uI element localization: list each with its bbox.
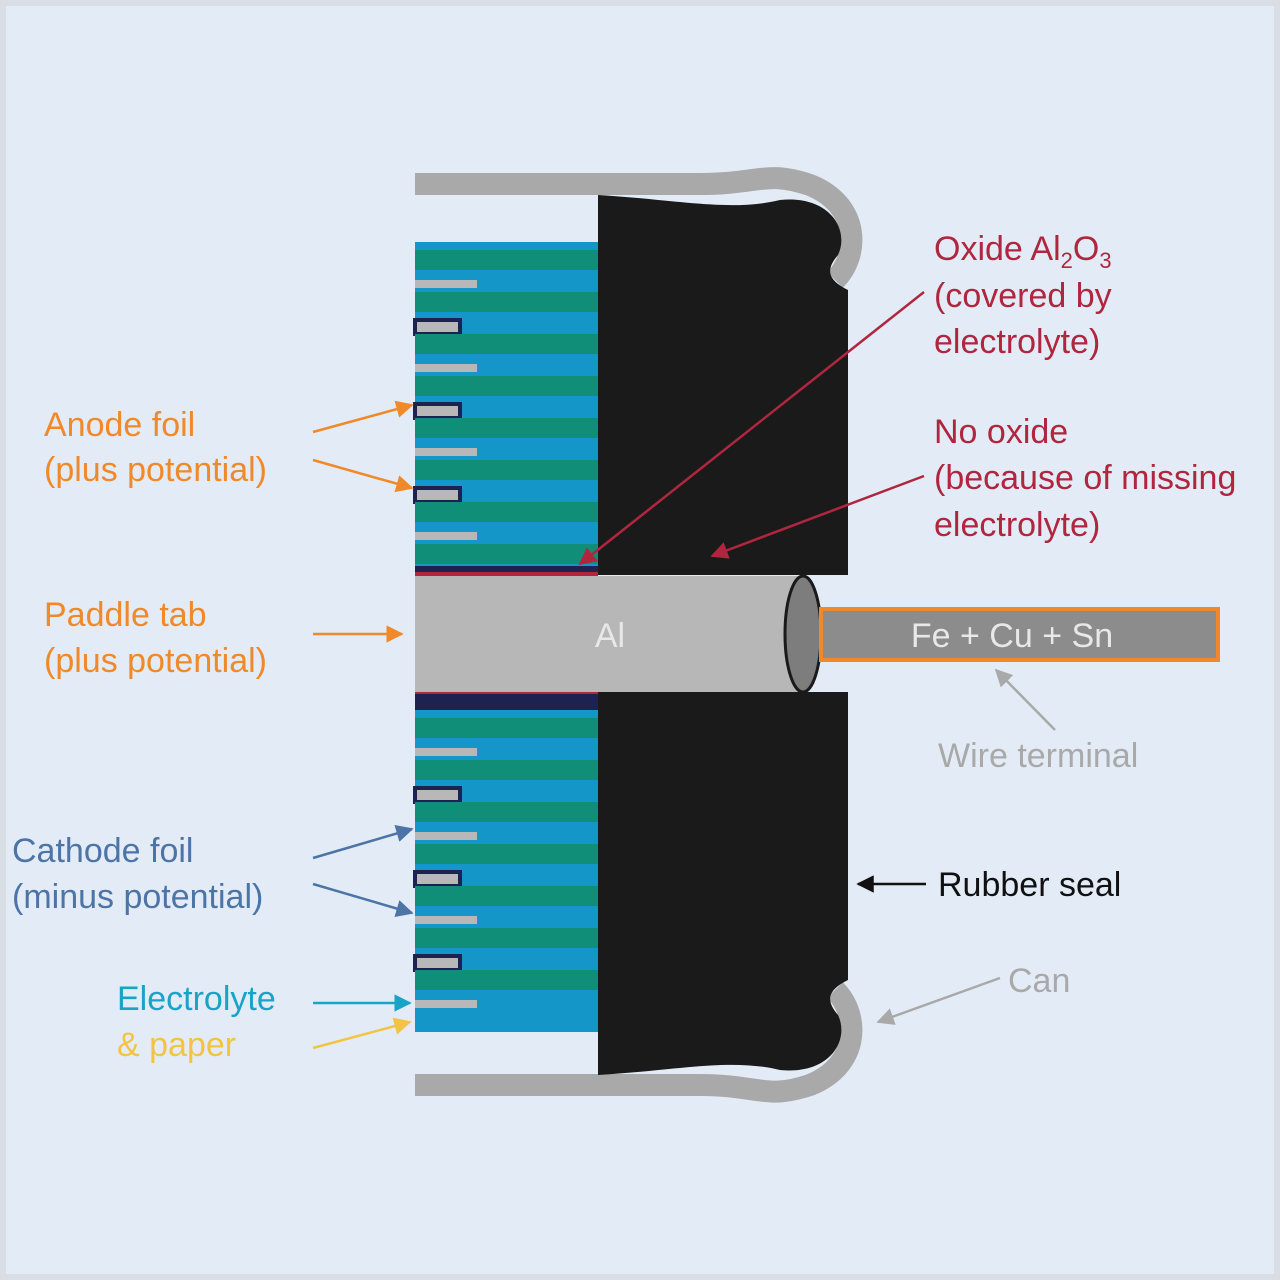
winding-stack-lower <box>413 710 598 1032</box>
paper-layer <box>415 502 598 522</box>
paper-layer <box>415 928 598 948</box>
wire-terminal-arrow <box>994 668 1056 731</box>
electrolyte-label: Electrolyte <box>117 980 276 1018</box>
paper-layer <box>415 292 598 312</box>
anode-foil-sublabel: (plus potential) <box>44 451 267 489</box>
anode-arrow-2 <box>312 458 414 493</box>
no-oxide-label: No oxide <box>934 413 1068 451</box>
paper-layer <box>415 250 598 270</box>
can-label: Can <box>1008 962 1070 1000</box>
anode-foil <box>413 786 462 804</box>
paper-label: & paper <box>117 1026 236 1064</box>
can-bottom-wall <box>415 982 863 1103</box>
paddle-tab-label: Paddle tab <box>44 596 207 634</box>
anode-foil-label: Anode foil <box>44 406 195 444</box>
anode-foil <box>413 318 462 336</box>
wire-terminal-label: Wire terminal <box>938 737 1138 775</box>
wire-terminal <box>819 607 1220 662</box>
can-arrow <box>876 976 1001 1025</box>
can-top-wall <box>415 167 863 288</box>
oxide-layer <box>415 572 598 578</box>
no-oxide-arrow <box>710 474 925 559</box>
cathode-foil <box>415 1000 477 1008</box>
paper-layer <box>415 886 598 906</box>
oxide-sublabel-1: (covered by <box>934 277 1112 315</box>
paper-layer <box>415 844 598 864</box>
oxide-arrow <box>578 291 925 566</box>
paper-arrow <box>312 1017 412 1050</box>
cathode-foil <box>415 832 477 840</box>
paper-layer <box>415 544 598 564</box>
cathode-band-lower <box>415 694 598 710</box>
anode-foil <box>413 954 462 972</box>
cathode-band-upper <box>415 566 598 572</box>
paper-layer <box>415 334 598 354</box>
cathode-foil-sublabel: (minus potential) <box>12 878 263 916</box>
oxide-sublabel-2: electrolyte) <box>934 323 1100 361</box>
cathode-foil-label: Cathode foil <box>12 832 193 870</box>
no-oxide-sublabel-2: electrolyte) <box>934 506 1100 544</box>
rubber-seal-label: Rubber seal <box>938 866 1121 904</box>
wire-material-label: Fe + Cu + Sn <box>911 617 1113 655</box>
anode-foil <box>413 402 462 420</box>
cathode-foil <box>415 748 477 756</box>
no-oxide-sublabel-1: (because of missing <box>934 459 1236 497</box>
winding-stack-upper <box>413 242 598 566</box>
rubber-seal-upper <box>598 195 848 575</box>
cathode-arrow-1 <box>312 825 414 860</box>
tab-weld-end <box>783 574 823 694</box>
anode-foil <box>413 870 462 888</box>
paddle-tab-sublabel: (plus potential) <box>44 642 267 680</box>
cathode-foil <box>415 916 477 924</box>
cathode-arrow-2 <box>312 882 414 917</box>
cathode-foil <box>415 364 477 372</box>
rubber-seal-lower <box>598 692 848 1075</box>
cathode-foil <box>415 280 477 288</box>
paddle-tab <box>415 576 803 692</box>
tab-material-label: Al <box>595 617 625 655</box>
cathode-foil <box>415 532 477 540</box>
anode-foil <box>413 486 462 504</box>
paper-layer <box>415 970 598 990</box>
paper-layer <box>415 376 598 396</box>
cathode-foil <box>415 448 477 456</box>
paper-layer <box>415 460 598 480</box>
anode-arrow-1 <box>312 400 414 434</box>
paper-layer <box>415 418 598 438</box>
paper-layer <box>415 760 598 780</box>
oxide-label: Oxide Al2O3 <box>934 230 1112 273</box>
paper-layer <box>415 718 598 738</box>
paper-layer <box>415 802 598 822</box>
